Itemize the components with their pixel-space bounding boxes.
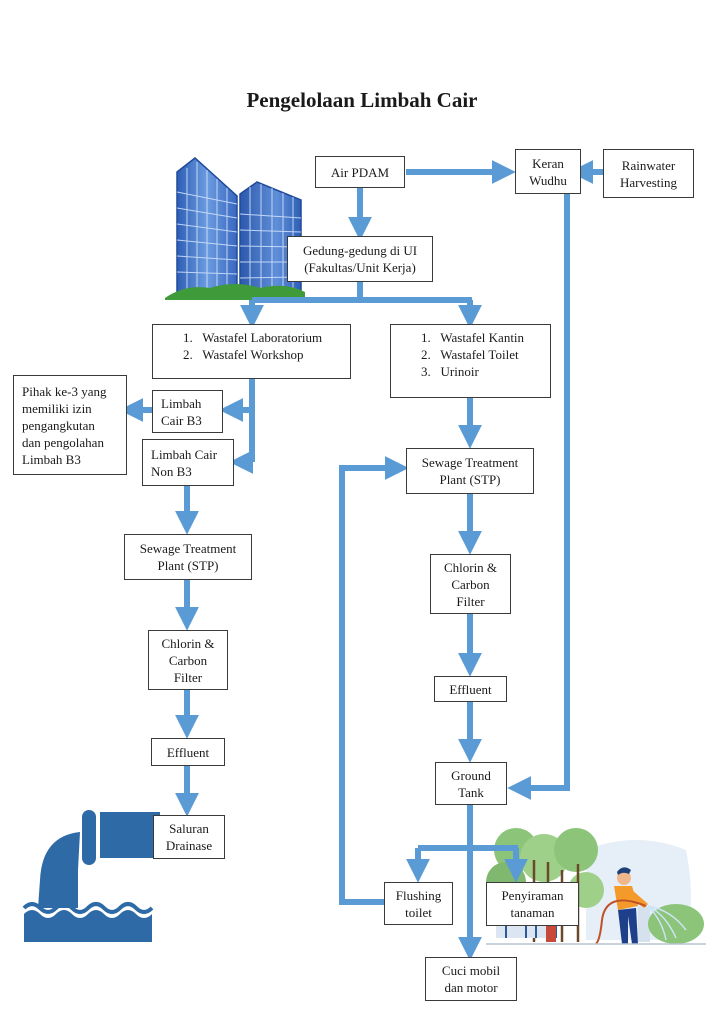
arrow-flushing-to-stp (339, 456, 409, 905)
arrow-keran-to-tank (507, 194, 570, 800)
node-effluent-right: Effluent (434, 676, 507, 702)
office-buildings-icon (165, 157, 305, 300)
node-gedung-ui: Gedung-gedung di UI(Fakultas/Unit Kerja) (287, 236, 433, 282)
node-effluent-left: Effluent (151, 738, 225, 766)
drain-pipe-icon (22, 810, 160, 942)
node-air-pdam: Air PDAM (315, 156, 405, 188)
page-title: Pengelolaan Limbah Cair (246, 88, 478, 112)
